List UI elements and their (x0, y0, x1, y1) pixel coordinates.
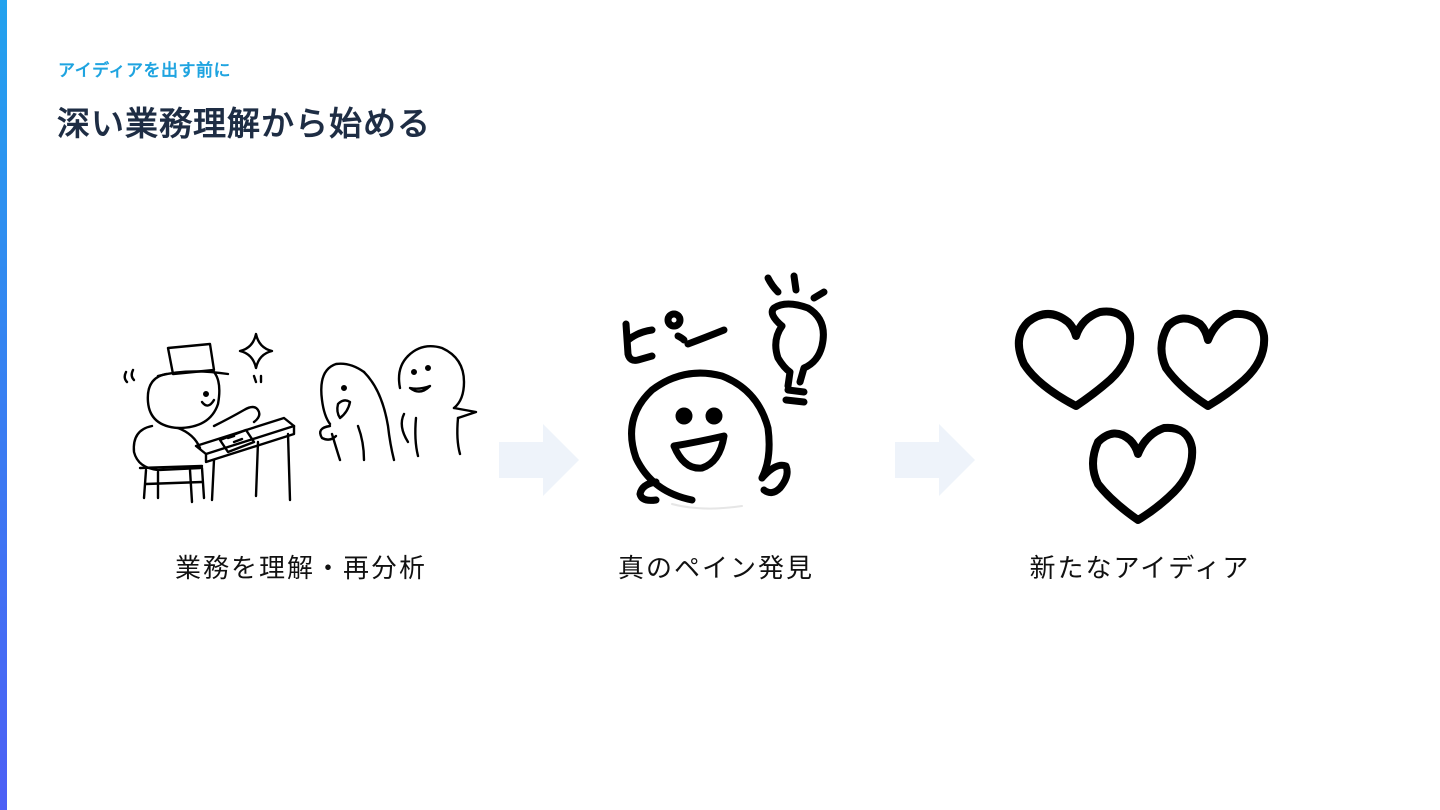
step-label-understand: 業務を理解・再分析 (141, 548, 461, 585)
arrow-right-icon (499, 424, 581, 500)
step-label-pain: 真のペイン発見 (556, 548, 876, 585)
slide-eyebrow: アイディアを出す前に (58, 56, 231, 81)
smiling-face-lightbulb-icon (612, 268, 842, 518)
arrow-right-icon (895, 424, 977, 500)
sound-text-pin (626, 314, 724, 360)
accent-bar (0, 0, 7, 810)
step-label-idea: 新たなアイディア (980, 548, 1300, 585)
page-title: 深い業務理解から始める (57, 97, 431, 145)
three-hearts-icon (1010, 302, 1274, 528)
people-studying-desk-icon (118, 330, 488, 515)
